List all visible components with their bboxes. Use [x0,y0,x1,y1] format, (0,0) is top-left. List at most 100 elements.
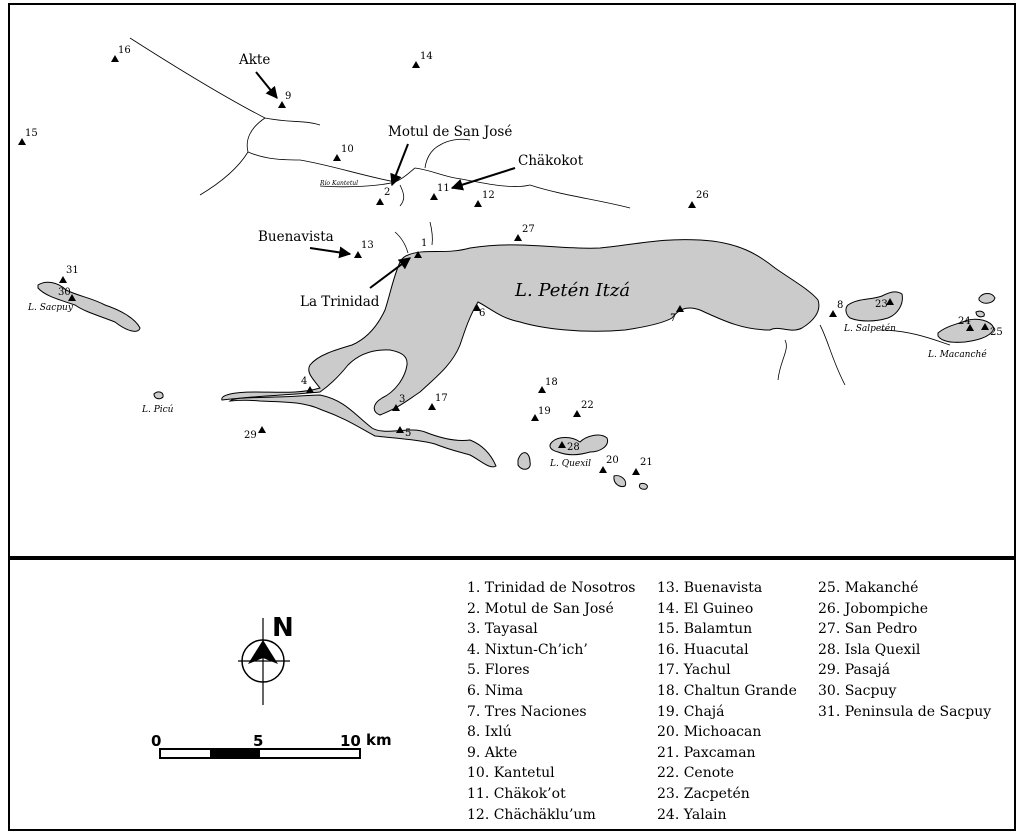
legend-item: 23. Zacpetén [657,785,750,802]
site-marker-icon [676,305,684,312]
site-number-label: 13 [361,240,374,251]
site-marker-icon [886,298,894,305]
stream-motul-south [399,184,405,207]
site-number-label: 25 [990,327,1003,338]
site-number-label: 30 [58,287,71,298]
arrow-buenavista [309,246,352,259]
site-marker-icon [392,404,400,411]
rio-kantetul [247,151,416,183]
scale-unit: km [366,731,392,749]
lake-quexil-4 [639,483,648,490]
legend-item: 19. Chajá [657,703,725,720]
site-number-label: 8 [837,300,843,311]
site-number-label: 6 [479,308,485,319]
legend-column-3: 25. Makanché 26. Jobompiche 27. San Pedr… [818,578,991,722]
site-marker-icon [632,468,640,475]
scale-tick-5: 5 [253,732,263,750]
legend-item: 20. Michoacan [657,724,762,741]
lake-quexil-3 [613,475,627,487]
site-marker-icon [18,138,26,145]
arrow-chakokot [450,167,516,191]
site-number-label: 26 [696,190,709,201]
site-marker-icon [514,234,522,241]
site-number-label: 28 [567,442,580,453]
site-number-label: 5 [405,428,411,439]
site-number-label: 11 [437,183,450,194]
site-number-label: 31 [66,265,79,276]
legend-item: 21. Paxcaman [657,744,756,761]
callout-motul: Motul de San José [388,124,512,140]
site-number-label: 10 [341,144,354,155]
river-east-3 [529,184,631,209]
lake-salpeten [845,291,903,322]
legend-item: 9. Akte [467,744,518,761]
site-number-label: 2 [384,187,390,198]
lake-labels: L. Petén Itzá L. Sacpuy L. Picú L. Quexi… [27,180,987,469]
legend-item: 12. Chächäklu’um [467,806,596,823]
legend-column-2: 13. Buenavista 14. El Guineo 15. Balamtu… [657,578,797,825]
lake-peten-itza [221,239,820,416]
legend-item: 11. Chäkok’ot [467,785,566,802]
site-marker-icon [354,251,362,258]
site-number-label: 7 [670,313,676,324]
lake-macanche-2 [978,293,996,304]
arrow-akte [255,71,278,99]
site-marker-icon [396,426,404,433]
site-number-label: 3 [399,394,405,405]
callout-trinidad: La Trinidad [300,294,380,310]
stream-south-2 [819,324,846,386]
legend-item: 17. Yachul [657,662,731,679]
north-arrow: N [238,613,294,705]
site-marker-icon [412,61,420,68]
legend-item: 18. Chaltun Grande [657,682,797,699]
legend-item: 28. Isla Quexil [818,641,921,658]
river-branch-akte [246,117,266,153]
site-marker-icon [376,198,384,205]
site-number-label: 17 [435,393,448,404]
legend-item: 2. Motul de San José [467,600,614,617]
lake-sacpuy [37,281,141,332]
site-marker-icon [430,193,438,200]
north-label: N [272,613,294,643]
site-marker-icon [414,251,422,258]
lake-peten-itza-arm [228,394,497,468]
legend-item: 25. Makanché [818,580,919,596]
site-number-label: 21 [640,457,653,468]
site-number-label: 23 [875,299,888,310]
stream-motul-north [424,138,471,169]
site-marker-icon [966,324,974,331]
arrow-trinidad [369,257,411,289]
arrow-motul [390,143,409,187]
site-marker-icon [68,294,76,301]
site-marker-icon [688,201,696,208]
site-marker-icon [333,154,341,161]
site-marker-icon [538,386,546,393]
scale-bar: 0 5 10 km [151,731,392,759]
river-east-2 [454,177,531,187]
legend-item: 30. Sacpuy [818,682,897,699]
legend-item: 26. Jobompiche [818,600,929,617]
site-marker-icon [428,403,436,410]
label-lake-picu: L. Picú [141,404,174,415]
site-marker-icon [558,441,566,448]
site-marker-icon [473,304,481,311]
site-number-label: 9 [285,91,291,102]
site-marker-icon [573,410,581,417]
legend-item: 22. Cenote [657,765,735,782]
label-lake-peten-itza: L. Petén Itzá [514,280,630,301]
scale-tick-10: 10 [340,732,361,750]
legend-item: 14. El Guineo [657,600,754,617]
site-number-label: 1 [421,238,427,249]
site-number-label: 19 [538,406,551,417]
site-marker-icon [531,414,539,421]
site-marker-icon [474,200,482,207]
river-north [129,37,321,126]
stream-salpeten-macanche [879,329,951,346]
legend-item: 31. Peninsula de Sacpuy [818,703,992,720]
stream-trinidad [394,231,409,254]
site-number-label: 4 [301,376,307,387]
stream-south-1 [777,339,787,381]
map-frame [8,3,1016,831]
